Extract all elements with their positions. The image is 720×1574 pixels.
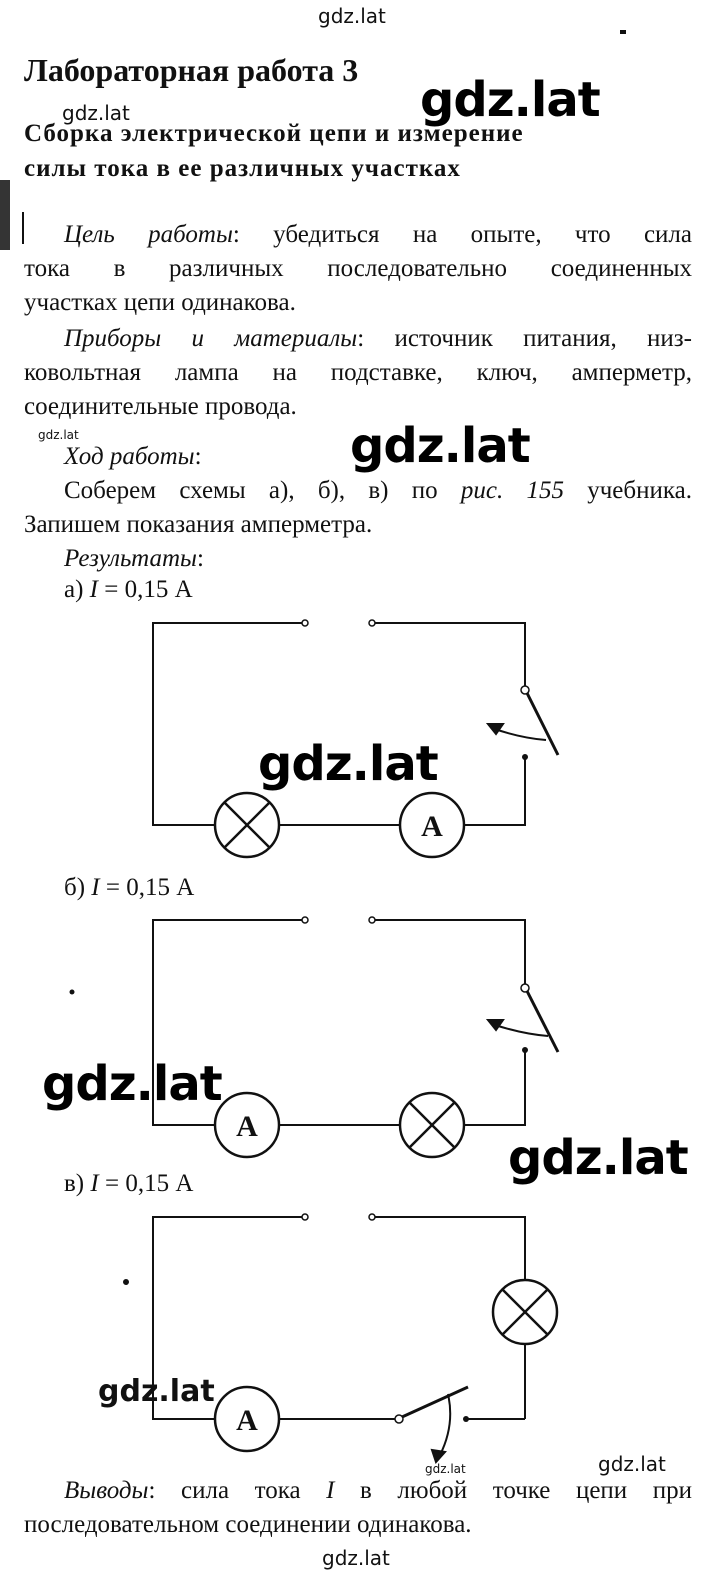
result-b-var: I (91, 874, 100, 901)
goal-label: Цель работы (64, 221, 233, 248)
scan-speck (69, 989, 75, 995)
wire (152, 919, 305, 1126)
procedure-heading: Ход работы: (64, 440, 202, 474)
watermark-subtitle-small: gdz.lat (62, 101, 130, 125)
watermark-circuit-c-tiny: gdz.lat (425, 1462, 466, 1476)
result-c-var: I (90, 1170, 99, 1197)
key-lever (401, 1385, 469, 1419)
wire (464, 1052, 526, 1126)
ammeter-letter: A (236, 1110, 258, 1143)
switch-terminal (368, 619, 376, 627)
key-arrow-head (485, 723, 505, 736)
key-arrow-arc (439, 1393, 452, 1456)
ammeter-letter: A (236, 1404, 258, 1437)
wire (372, 1216, 526, 1279)
result-c: в) I = 0,15 А (64, 1170, 193, 1198)
watermark-circuit-c-right: gdz.lat (598, 1452, 666, 1476)
conclusion-text-b: в любой точке цепи при (334, 1477, 693, 1504)
watermark-top: gdz.lat (318, 4, 386, 28)
lamp-symbol (398, 1091, 466, 1159)
results-label: Результаты (64, 545, 197, 572)
page-title: Лабораторная работа 3 (24, 52, 359, 88)
goal-line-1: Цель работы: убедиться на опыте, что сил… (24, 218, 692, 252)
equipment-line-3: соединительные провода. (24, 393, 297, 420)
equipment-line-1: Приборы и материалы: источник питания, н… (24, 322, 692, 356)
key-contact (522, 754, 528, 760)
ammeter-letter: A (421, 810, 443, 843)
circuit-c: A (123, 1213, 559, 1464)
scan-edge-bracket (22, 212, 24, 244)
key-lever (525, 990, 560, 1053)
watermark-circuit-b-left: gdz.lat (42, 1056, 223, 1112)
lamp-symbol (491, 1278, 559, 1346)
result-b-prefix: б) (64, 874, 92, 901)
watermark-title: gdz.lat (420, 72, 601, 128)
key-terminal (520, 983, 530, 993)
result-a-prefix: а) (64, 576, 90, 603)
switch-terminal (301, 1213, 309, 1221)
key-arrow-arc (491, 1023, 549, 1037)
conclusion-label: Выводы (64, 1477, 149, 1504)
circuit-b: A (69, 916, 560, 1159)
key-arrow-head (485, 1019, 505, 1032)
conclusion-text-a: : сила тока (148, 1477, 327, 1504)
procedure-label: Ход работы (64, 443, 195, 470)
goal-text: : убедиться на опыте, что сила (232, 221, 692, 248)
procedure-text-b: учебника. (563, 477, 692, 504)
ammeter-symbol: A (213, 1385, 281, 1453)
result-a-var: I (89, 576, 98, 603)
switch-terminal (368, 1213, 376, 1221)
key-arrow-head (430, 1448, 447, 1464)
page-subtitle-line2: силы тока в ее различных участках (24, 155, 461, 182)
key-terminal (394, 1414, 404, 1424)
conclusion-line-1: Выводы: сила тока I в любой точке цепи п… (24, 1474, 692, 1508)
scan-speck (620, 30, 626, 34)
watermark-circuit-a: gdz.lat (258, 736, 439, 792)
wire (372, 622, 526, 687)
switch-terminal (301, 619, 309, 627)
procedure-line-2: Запишем показания амперметра. (24, 511, 373, 538)
key-terminal (520, 685, 530, 695)
result-a-value: = 0,15 А (98, 576, 193, 603)
conclusion-var: I (326, 1477, 335, 1504)
wire (372, 919, 526, 985)
results-colon: : (196, 545, 204, 572)
watermark-circuit-b-right: gdz.lat (508, 1130, 689, 1186)
wire (464, 759, 526, 826)
procedure-line-1: Соберем схемы а), б), в) по рис. 155 уче… (24, 474, 692, 508)
key-lever (525, 692, 560, 756)
watermark-bottom: gdz.lat (322, 1546, 390, 1570)
procedure-figure-ref: рис. 155 (460, 477, 564, 504)
wire (152, 622, 305, 826)
scan-speck (123, 1279, 129, 1285)
watermark-procedure-tiny: gdz.lat (38, 428, 79, 442)
goal-line-3: участках цепи одинакова. (24, 289, 296, 316)
circuit-a: A (152, 619, 560, 859)
equipment-label: Приборы и материалы (64, 325, 358, 352)
switch-terminal (301, 916, 309, 924)
wire (152, 1216, 305, 1420)
equipment-line-2: ковольтная лампа на подставке, ключ, амп… (24, 359, 692, 386)
scan-edge-mark (0, 180, 10, 250)
ammeter-symbol: A (398, 791, 466, 859)
page-subtitle-line1: Сборка электрической цепи и измерение (24, 120, 524, 147)
result-a: а) I = 0,15 А (64, 576, 193, 604)
results-heading: Результаты: (64, 542, 204, 576)
goal-line-2: тока в различных последовательно соедине… (24, 255, 692, 282)
watermark-procedure: gdz.lat (350, 418, 531, 474)
result-c-prefix: в) (64, 1170, 91, 1197)
result-c-value: = 0,15 А (98, 1170, 194, 1197)
result-b-value: = 0,15 А (99, 874, 195, 901)
equipment-text: : источник питания, низ- (357, 325, 692, 352)
ammeter-symbol: A (213, 1091, 281, 1159)
lamp-symbol (213, 791, 281, 859)
procedure-colon: : (194, 443, 202, 470)
watermark-circuit-c-left: gdz.lat (98, 1374, 215, 1409)
key-contact (522, 1047, 528, 1053)
key-contact (463, 1416, 469, 1422)
procedure-text-a: Соберем схемы а), б), в) по (64, 477, 461, 504)
conclusion-line-2: последовательном соединении одинакова. (24, 1511, 472, 1538)
result-b: б) I = 0,15 А (64, 874, 194, 902)
switch-terminal (368, 916, 376, 924)
